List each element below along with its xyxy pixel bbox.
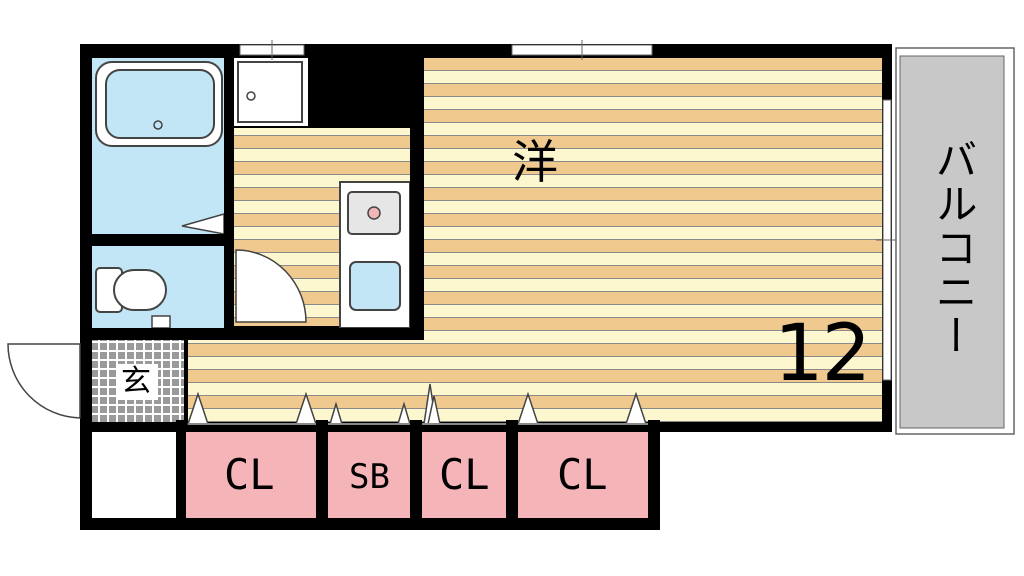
hallway-floor-right (412, 340, 424, 422)
closet-1-area (186, 432, 316, 518)
washer-pan (237, 61, 303, 123)
interior-walls (80, 44, 660, 530)
utility-box (92, 432, 176, 518)
entrance-label-bg (116, 364, 158, 400)
shoe-box-area (328, 432, 410, 518)
toilet-bowl (113, 269, 167, 311)
closet-2-area (422, 432, 506, 518)
closet-3-label: CL (557, 450, 608, 499)
entrance-door (7, 343, 81, 419)
shoe-box-label: SB (349, 457, 390, 497)
bathtub-drain-icon (153, 120, 163, 130)
closet-1-label: CL (224, 450, 275, 499)
closet-3-area (518, 432, 648, 518)
balcony-floor (899, 55, 1005, 429)
bathtub-basin (105, 69, 215, 139)
closet-doors (186, 383, 648, 425)
western-room-label: 洋 (512, 135, 558, 189)
hallway-floor (186, 340, 412, 422)
sink (349, 261, 401, 311)
balcony-label: バルコニー (929, 138, 978, 358)
toilet-paper (151, 315, 171, 329)
room-size-label: 12 (774, 309, 871, 399)
entrance-label: 玄 (121, 364, 151, 399)
windows (239, 40, 898, 381)
washer-drain-icon (246, 91, 256, 101)
toilet-door (235, 249, 307, 323)
stove-burner-icon (367, 206, 381, 220)
western-room-floor (424, 58, 882, 422)
closet-2-label: CL (439, 450, 490, 499)
